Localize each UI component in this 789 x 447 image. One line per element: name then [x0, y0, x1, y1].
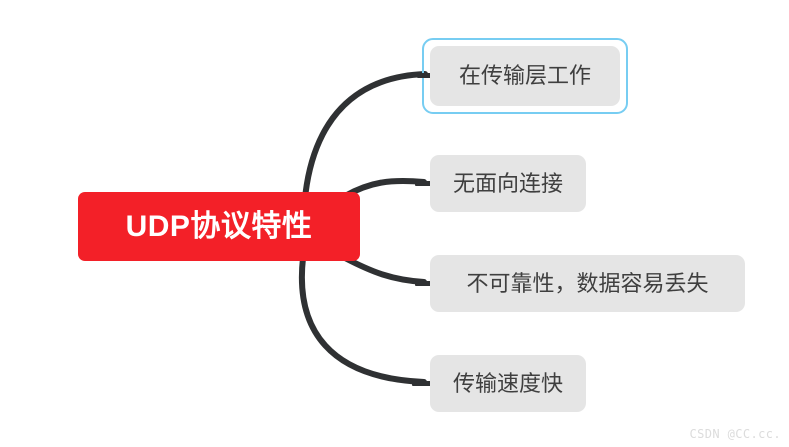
branch-node-connectionless[interactable]: 无面向连接 [430, 155, 586, 212]
connector-stub-connectionless [415, 181, 434, 186]
branch-node-transport[interactable]: 在传输层工作 [430, 46, 620, 106]
branch-node-unreliable[interactable]: 不可靠性，数据容易丢失 [430, 255, 745, 312]
branch-node-label: 在传输层工作 [458, 63, 591, 88]
branch-node-label: 不可靠性，数据容易丢失 [466, 270, 709, 296]
connector-stub-fast [412, 381, 434, 386]
branch-node-fast[interactable]: 传输速度快 [430, 355, 586, 412]
connector-to-fast [299, 255, 427, 385]
branch-node-label: 传输速度快 [452, 370, 563, 396]
connector-stub-transport [417, 73, 434, 78]
connector-stub-unreliable [415, 281, 434, 286]
central-node-label: UDP协议特性 [125, 209, 313, 243]
central-node[interactable]: UDP协议特性 [78, 192, 360, 261]
connector-to-unreliable [342, 255, 427, 285]
watermark-text: CSDN @CC.cc. [689, 427, 781, 441]
branch-node-label: 无面向连接 [452, 170, 563, 196]
